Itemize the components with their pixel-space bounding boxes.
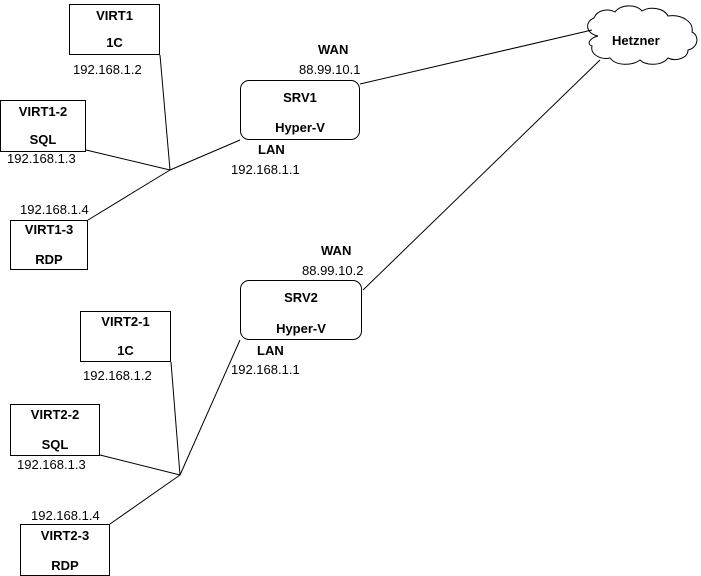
srv2-lan-ip: 192.168.1.1 <box>231 362 300 377</box>
server-srv2: SRV2 Hyper-V <box>240 280 362 340</box>
vm-virt2-3: VIRT2-3 RDP <box>20 524 110 576</box>
vm-virt2-2: VIRT2-2 SQL <box>10 404 100 456</box>
vm-virt1-3: VIRT1-3 RDP <box>10 220 88 270</box>
lan-link-virt1 <box>159 54 171 171</box>
lan-link-virt1-2 <box>85 149 171 171</box>
srv1-wan-label: WAN <box>318 42 349 57</box>
vm-virt1-3-ip: 192.168.1.4 <box>20 202 89 217</box>
vm-virt1-role: 1C <box>106 35 123 50</box>
wan-link-srv1 <box>359 29 593 85</box>
server-srv1-role: Hyper-V <box>275 120 325 135</box>
vm-virt1-ip: 192.168.1.2 <box>73 62 142 77</box>
vm-virt2-1-ip: 192.168.1.2 <box>83 368 152 383</box>
lan-link-virt2-3 <box>109 474 181 525</box>
srv2-lan-label: LAN <box>257 343 284 358</box>
srv1-lan-ip: 192.168.1.1 <box>231 162 300 177</box>
vm-virt2-3-name: VIRT2-3 <box>40 528 90 543</box>
vm-virt1-2-role: SQL <box>29 132 57 147</box>
wan-link-srv2 <box>362 59 601 291</box>
lan-link-virt2-1 <box>170 361 181 476</box>
server-srv2-role: Hyper-V <box>276 321 326 336</box>
lan-link-srv1 <box>169 139 241 171</box>
server-srv2-name: SRV2 <box>284 290 318 305</box>
vm-virt2-1-name: VIRT2-1 <box>101 314 150 329</box>
vm-virt2-1: VIRT2-1 1C <box>80 311 171 362</box>
srv2-wan-ip: 88.99.10.2 <box>302 263 364 278</box>
lan-link-srv2 <box>179 339 241 476</box>
vm-virt2-2-ip: 192.168.1.3 <box>17 457 86 472</box>
vm-virt1-name: VIRT1 <box>96 8 133 23</box>
vm-virt2-3-role: RDP <box>51 558 79 573</box>
vm-virt1-2: VIRT1-2 SQL <box>0 100 86 152</box>
cloud-label: Hetzner <box>612 33 660 48</box>
vm-virt2-2-role: SQL <box>41 437 69 452</box>
srv1-lan-label: LAN <box>258 142 285 157</box>
vm-virt2-2-name: VIRT2-2 <box>30 407 80 422</box>
vm-virt1-2-name: VIRT1-2 <box>18 104 68 119</box>
srv2-wan-label: WAN <box>321 243 352 258</box>
srv1-wan-ip: 88.99.10.1 <box>299 62 361 77</box>
lan-link-virt1-3 <box>87 169 171 221</box>
server-srv1: SRV1 Hyper-V <box>240 80 360 140</box>
vm-virt1-2-ip: 192.168.1.3 <box>7 151 76 166</box>
vm-virt1: VIRT1 1C <box>69 4 160 55</box>
server-srv1-name: SRV1 <box>283 90 317 105</box>
vm-virt1-3-name: VIRT1-3 <box>24 222 74 237</box>
vm-virt2-3-ip: 192.168.1.4 <box>31 508 100 523</box>
lan-link-virt2-2 <box>99 454 181 476</box>
cloud-shape <box>587 5 698 65</box>
vm-virt2-1-role: 1C <box>117 343 134 358</box>
vm-virt1-3-role: RDP <box>35 252 63 267</box>
